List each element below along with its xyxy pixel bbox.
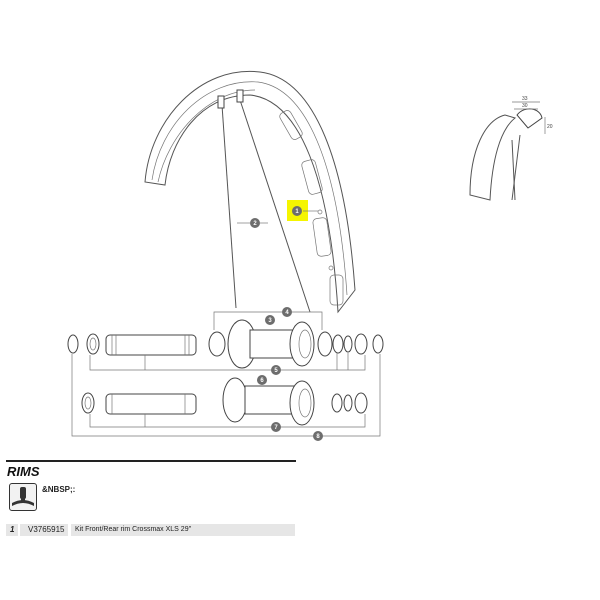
svg-text:4: 4 — [285, 310, 289, 316]
callout-6[interactable]: 6 — [257, 375, 267, 385]
callout-4[interactable]: 4 — [282, 307, 292, 317]
rim-profile-icon — [9, 483, 37, 511]
rear-hub-assembly — [71, 354, 381, 437]
callout-2[interactable]: 2 — [250, 218, 260, 228]
dimension-label: 20 — [547, 124, 553, 130]
part-ref: 1 — [6, 524, 18, 536]
front-hub-assembly — [67, 311, 384, 371]
section-divider — [6, 460, 296, 462]
part-description: Kit Front/Rear rim Crossmax XLS 29'' — [71, 524, 295, 536]
svg-text:5: 5 — [274, 368, 278, 374]
dimension-label: 33 — [522, 96, 528, 102]
section-title: RIMS — [7, 464, 40, 479]
rim-profile-inset: 33 30 20 — [469, 96, 553, 201]
callout-5[interactable]: 5 — [271, 365, 281, 375]
callout-3[interactable]: 3 — [265, 315, 275, 325]
part-code: V3765915 — [20, 524, 68, 536]
svg-text:6: 6 — [260, 378, 264, 384]
dimension-label: 30 — [522, 103, 528, 109]
rim-drawing — [144, 70, 356, 314]
category-label: &NBSP;: — [42, 485, 76, 494]
callout-1[interactable]: 1 — [292, 206, 302, 216]
callout-8[interactable]: 8 — [313, 431, 323, 441]
svg-text:2: 2 — [253, 221, 257, 227]
spokes-drawing — [217, 89, 311, 313]
exploded-parts-diagram: 33 30 20 1 2 3 4 5 6 7 8 — [67, 70, 553, 441]
svg-text:3: 3 — [268, 318, 272, 324]
callout-7[interactable]: 7 — [271, 422, 281, 432]
svg-text:7: 7 — [274, 425, 278, 431]
svg-text:8: 8 — [316, 434, 320, 440]
svg-text:1: 1 — [295, 209, 299, 215]
